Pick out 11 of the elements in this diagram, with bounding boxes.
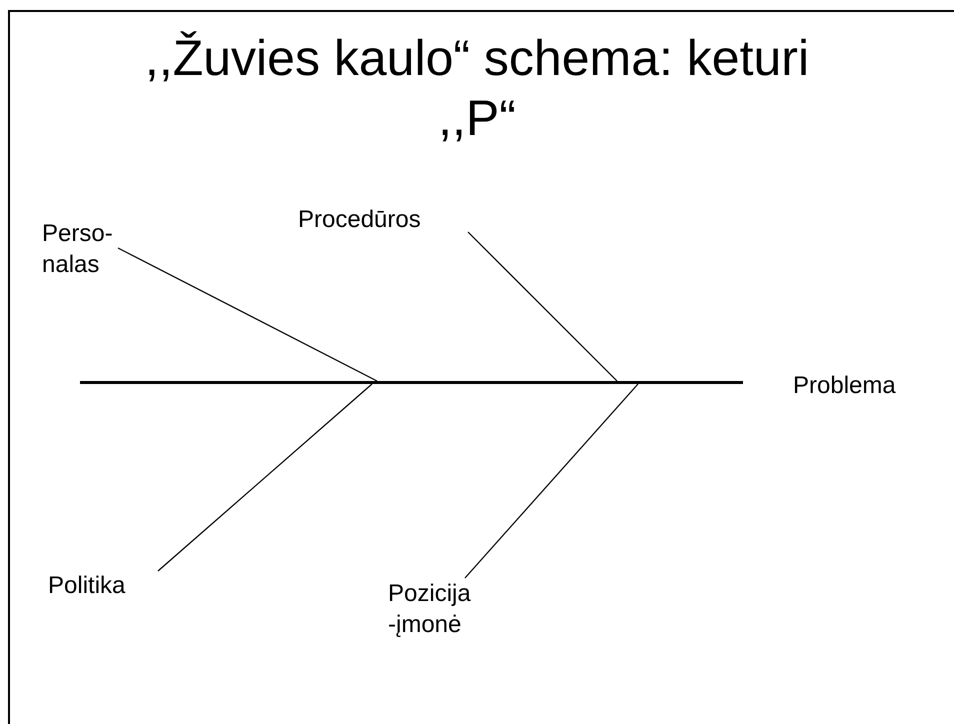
fishbone-line [118, 247, 378, 382]
spine-line [80, 381, 743, 384]
fishbone-line [464, 384, 638, 578]
cause-label: Procedūros [298, 204, 468, 236]
fishbone-line [468, 232, 618, 382]
cause-label: Politika [48, 570, 158, 602]
title: ,,Žuvies kaulo“ schema: keturi ,,P“ [144, 29, 810, 148]
fishbone-line [158, 384, 372, 572]
cause-label: Pozicija -įmonė [388, 578, 478, 640]
cause-label: Perso- nalas [42, 218, 118, 280]
effect-label: Problema [793, 371, 896, 401]
